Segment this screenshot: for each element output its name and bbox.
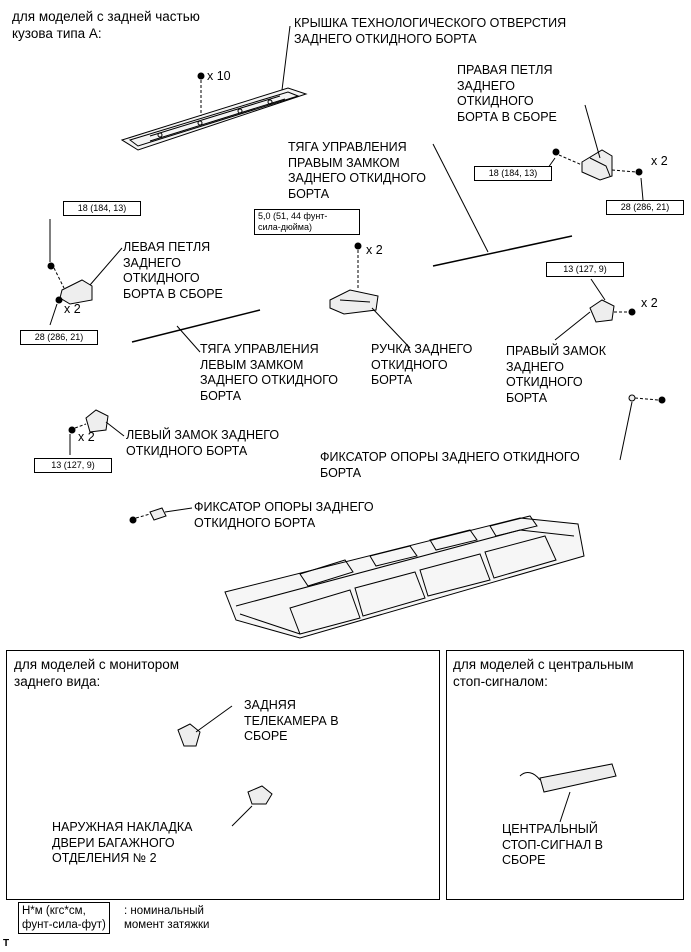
qty-lh-lock: x 2 bbox=[78, 430, 95, 444]
rh-hinge-drawing bbox=[581, 149, 613, 181]
qty-rh-hinge: x 2 bbox=[651, 154, 668, 168]
label-rh-lock: ПРАВЫЙ ЗАМОК ЗАДНЕГО ОТКИДНОГО БОРТА bbox=[506, 344, 606, 405]
torque-rh-lock: 13 (127, 9) bbox=[546, 262, 624, 277]
torque-lh-hinge-upper: 18 (184, 13) bbox=[63, 201, 141, 216]
label-support-retainer-left: ФИКСАТОР ОПОРЫ ЗАДНЕГО ОТКИДНОГО БОРТА bbox=[194, 500, 374, 530]
tailgate-drawing bbox=[224, 515, 585, 639]
rh-lock-bolt-icon bbox=[628, 308, 636, 316]
header-rear-monitor: для моделей с монитором заднего вида: bbox=[14, 657, 180, 689]
lh-hinge-bolt-icon bbox=[47, 262, 55, 270]
torque-rh-hinge-upper: 18 (184, 13) bbox=[474, 166, 552, 181]
support-retainer-left-drawing bbox=[129, 507, 167, 524]
qty-cover-screws: x 10 bbox=[207, 69, 231, 83]
label-rh-hinge: ПРАВАЯ ПЕТЛЯ ЗАДНЕГО ОТКИДНОГО БОРТА В С… bbox=[457, 63, 557, 124]
header-center-stop: для моделей с центральным стоп-сигналом: bbox=[453, 657, 634, 689]
rh-lock-drawing bbox=[589, 299, 615, 323]
rh-rod-drawing bbox=[432, 235, 573, 267]
cover-screw-icon bbox=[197, 72, 205, 80]
center-stop-lamp-drawing bbox=[519, 763, 617, 793]
rear-monitor-section bbox=[6, 650, 440, 900]
label-rear-camera: ЗАДНЯЯ ТЕЛЕКАМЕРА В СБОРЕ bbox=[244, 698, 339, 743]
torque-lh-hinge-lower: 28 (286, 21) bbox=[20, 330, 98, 345]
legend-description: : номинальный момент затяжки bbox=[124, 905, 210, 931]
label-lh-lock-control-rod: ТЯГА УПРАВЛЕНИЯ ЛЕВЫМ ЗАМКОМ ЗАДНЕГО ОТК… bbox=[200, 342, 339, 403]
torque-rh-hinge-lower: 28 (286, 21) bbox=[606, 200, 684, 215]
support-retainer-right-drawing bbox=[628, 394, 666, 404]
figure-id: T bbox=[3, 938, 10, 949]
label-support-retainer-right: ФИКСАТОР ОПОРЫ ЗАДНЕГО ОТКИДНОГО БОРТА bbox=[320, 450, 580, 480]
rh-hinge-bolt-icon bbox=[552, 148, 560, 156]
header-body-type-a: для моделей с задней частью кузова типа … bbox=[12, 9, 200, 41]
qty-rh-lock: x 2 bbox=[641, 296, 658, 310]
outer-garnish-drawing bbox=[247, 785, 273, 805]
label-service-hole-cover: КРЫШКА ТЕХНОЛОГИЧЕСКОГО ОТВЕРСТИЯ ЗАДНЕГ… bbox=[294, 16, 567, 46]
label-lh-hinge: ЛЕВАЯ ПЕТЛЯ ЗАДНЕГО ОТКИДНОГО БОРТА В СБ… bbox=[123, 240, 223, 301]
lh-lock-bolt-icon bbox=[68, 426, 76, 434]
handle-screw-icon bbox=[354, 242, 362, 250]
handle-drawing bbox=[329, 289, 379, 315]
legend-units-box: Н*м (кгс*см, фунт-сила-фут) bbox=[18, 902, 110, 934]
torque-handle: 5,0 (51, 44 фунт- сила-дюйма) bbox=[254, 209, 360, 235]
center-stop-section bbox=[446, 650, 684, 900]
lh-hinge-drawing bbox=[59, 279, 93, 305]
service-hole-cover-drawing bbox=[120, 87, 308, 151]
rear-camera-drawing bbox=[177, 723, 201, 747]
lh-hinge-lower-bolt-icon bbox=[55, 296, 63, 304]
label-handle: РУЧКА ЗАДНЕГО ОТКИДНОГО БОРТА bbox=[371, 342, 473, 387]
rh-hinge-lower-bolt-icon bbox=[635, 168, 643, 176]
lh-rod-drawing bbox=[131, 309, 261, 343]
label-center-stop-lamp: ЦЕНТРАЛЬНЫЙ СТОП-СИГНАЛ В СБОРЕ bbox=[502, 822, 603, 867]
qty-handle: x 2 bbox=[366, 243, 383, 257]
label-outer-garnish: НАРУЖНАЯ НАКЛАДКА ДВЕРИ БАГАЖНОГО ОТДЕЛЕ… bbox=[52, 820, 193, 865]
label-lh-lock: ЛЕВЫЙ ЗАМОК ЗАДНЕГО ОТКИДНОГО БОРТА bbox=[126, 428, 280, 458]
torque-lh-lock: 13 (127, 9) bbox=[34, 458, 112, 473]
label-rh-lock-control-rod: ТЯГА УПРАВЛЕНИЯ ПРАВЫМ ЗАМКОМ ЗАДНЕГО ОТ… bbox=[288, 140, 427, 201]
lh-lock-drawing bbox=[85, 409, 109, 433]
qty-lh-hinge: x 2 bbox=[64, 302, 81, 316]
